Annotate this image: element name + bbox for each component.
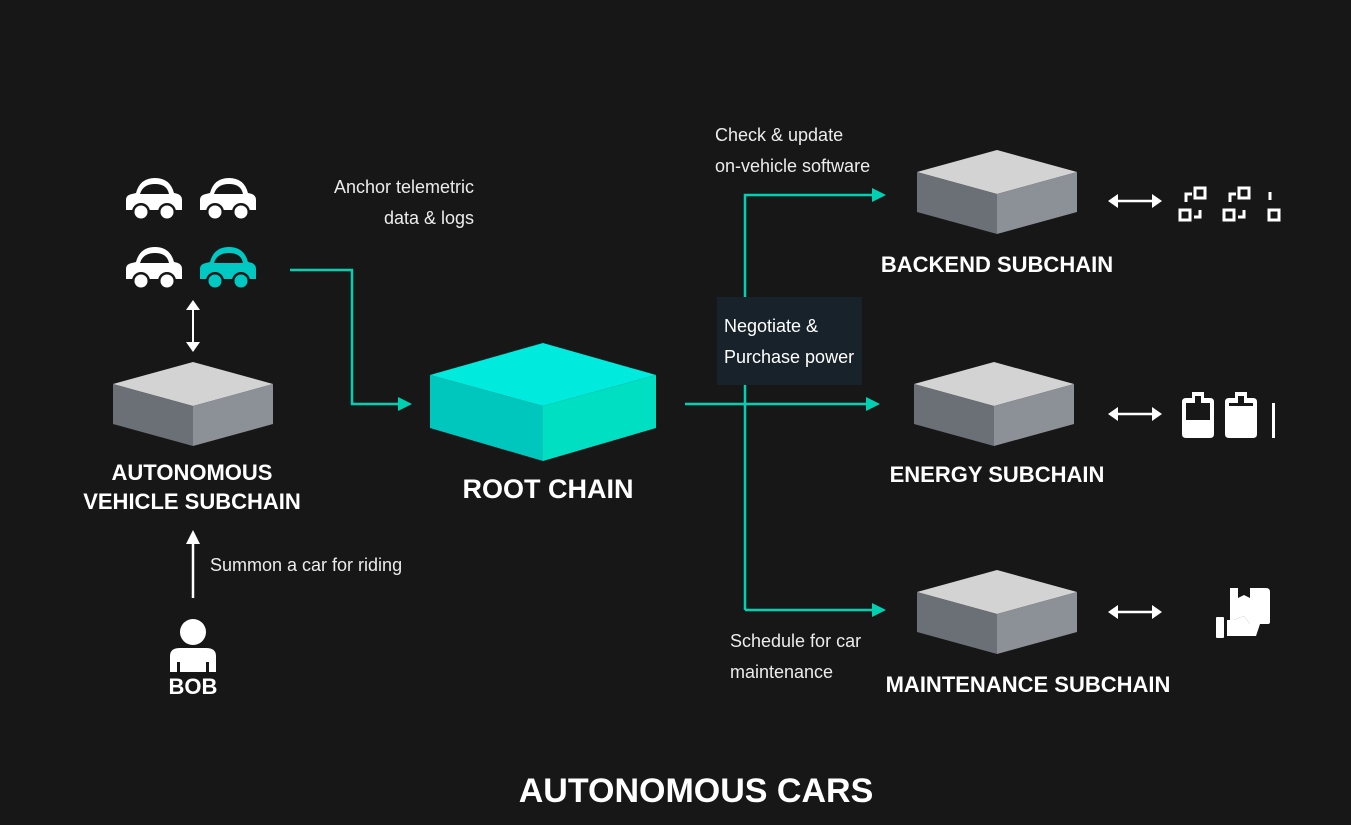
energy-edge-label: Negotiate & Purchase power <box>717 297 863 385</box>
diagram-title: AUTONOMOUS CARS <box>518 772 874 810</box>
backend-subchain-label: BACKEND SUBCHAIN <box>880 252 1114 277</box>
energy-subchain-label: ENERGY SUBCHAIN <box>889 462 1105 487</box>
up-arrow-icon <box>186 530 200 598</box>
root-chain-block[interactable] <box>430 343 656 461</box>
energy-subchain-block[interactable] <box>914 362 1074 446</box>
bidirectional-arrow-icon <box>1108 407 1162 421</box>
battery-icon <box>1182 392 1275 438</box>
bidirectional-arrow-icon <box>186 300 200 352</box>
backend-line1: Check & update <box>715 125 844 145</box>
energy-line1: Negotiate & <box>724 316 819 336</box>
bidirectional-arrow-icon <box>1108 605 1162 619</box>
maintenance-edge-label: Schedule for car maintenance <box>730 626 861 688</box>
anchor-line2: data & logs <box>383 208 474 228</box>
user-icon <box>170 619 216 672</box>
backend-line2: on-vehicle software <box>715 156 871 176</box>
maintenance-line1: Schedule for car <box>730 631 862 651</box>
anchor-line1: Anchor telemetric <box>333 177 474 197</box>
backend-arrowhead <box>872 188 886 202</box>
backend-connector <box>743 193 872 610</box>
hand-package-icon <box>1216 588 1270 638</box>
bidirectional-arrow-icon <box>1108 194 1162 208</box>
anchor-connector <box>290 268 400 406</box>
energy-line2: Purchase power <box>724 347 855 367</box>
summon-label: Summon a car for riding <box>210 555 403 575</box>
anchor-arrowhead <box>398 397 412 411</box>
maintenance-arrowhead <box>872 603 886 617</box>
blockchain-nodes-icon <box>1178 186 1281 222</box>
user-label: BOB <box>168 674 218 699</box>
maintenance-subchain-label: MAINTENANCE SUBCHAIN <box>885 672 1171 697</box>
maintenance-line2: maintenance <box>730 662 834 682</box>
vehicle-subchain-label: AUTONOMOUS VEHICLE SUBCHAIN <box>62 458 322 516</box>
anchor-label: Anchor telemetric data & logs <box>290 172 474 234</box>
vehicle-subchain-line2: VEHICLE SUBCHAIN <box>83 489 301 514</box>
backend-subchain-block[interactable] <box>917 150 1077 234</box>
vehicle-subchain-line1: AUTONOMOUS <box>111 460 273 485</box>
maintenance-subchain-block[interactable] <box>917 570 1077 654</box>
backend-edge-label: Check & update on-vehicle software <box>715 120 870 182</box>
energy-arrowhead <box>866 397 880 411</box>
root-chain-label: ROOT CHAIN <box>462 474 634 504</box>
